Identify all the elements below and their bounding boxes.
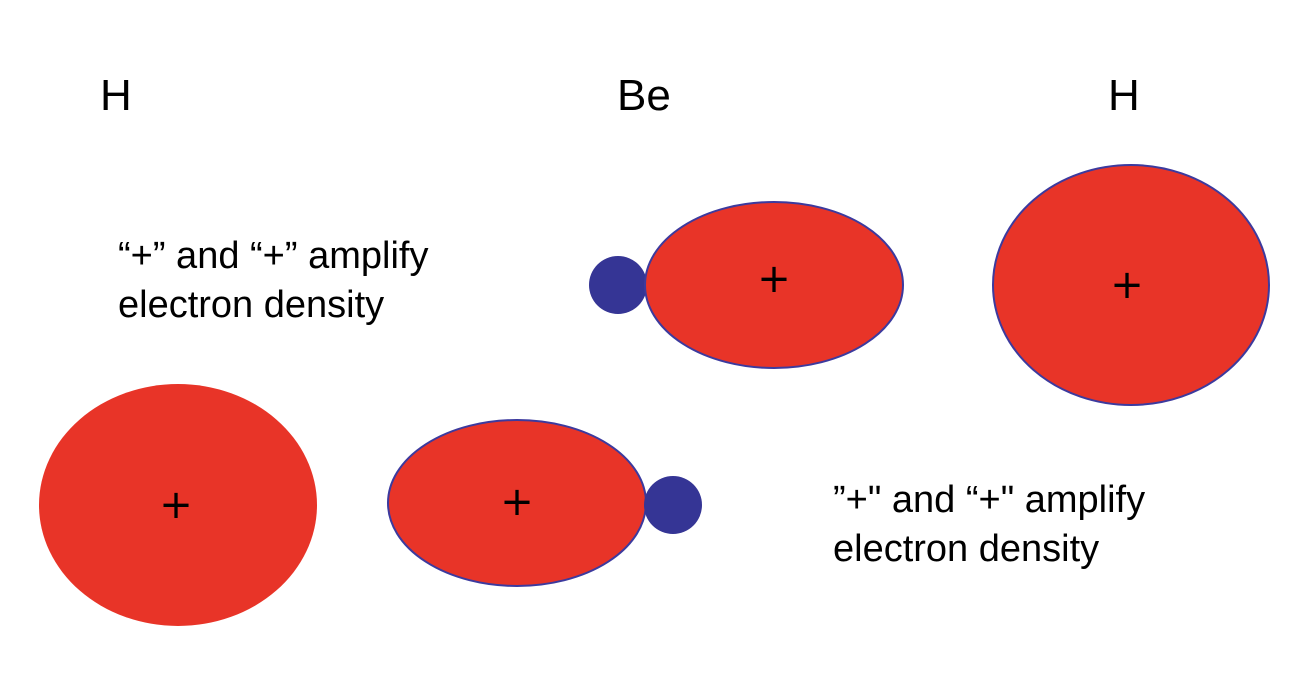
h-right-plus-sign: + [1110, 262, 1144, 308]
be-upper-large-lobe [644, 201, 904, 369]
upper-note-line1: “+” and “+” amplify [118, 235, 429, 277]
h-right-orbital [992, 164, 1270, 406]
h-left-orbital [39, 384, 317, 626]
be-upper-small-lobe [589, 256, 647, 314]
lower-note-line2: electron density [833, 528, 1100, 570]
be-upper-plus-sign: + [757, 256, 791, 302]
be-lower-small-lobe [644, 476, 702, 534]
atom-label-h-right: H [1108, 71, 1140, 120]
lower-note-line1: ”+" and “+" amplify [833, 479, 1146, 521]
be-lower-plus-sign: + [500, 479, 534, 525]
h-left-plus-sign: + [159, 482, 193, 528]
upper-note-line2: electron density [118, 284, 385, 326]
atom-label-be: Be [617, 71, 671, 120]
atom-label-h-left: H [100, 71, 132, 120]
